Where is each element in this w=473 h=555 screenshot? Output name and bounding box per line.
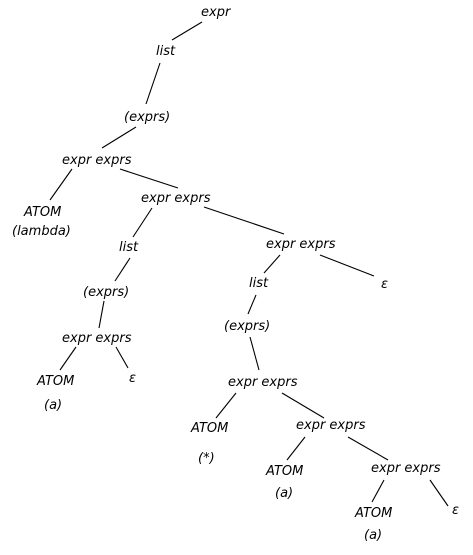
edge-expr-atom-a-2	[286, 436, 306, 461]
node-atom: ATOM	[265, 464, 303, 479]
node-exprs: (exprs)	[83, 285, 129, 300]
node-expr-root: expr	[201, 5, 232, 20]
edge-exprs-epsilon-1	[115, 346, 129, 369]
node-atom-value: (a)	[364, 528, 382, 543]
node-exprs: (exprs)	[124, 110, 170, 125]
node-epsilon: ε	[452, 503, 459, 518]
edge-expr-list-2	[132, 207, 153, 238]
node-list: list	[249, 276, 269, 291]
edge-list-exprs	[145, 62, 161, 105]
edge-exprs-exprexprs-4	[98, 300, 105, 329]
edge-list-exprs-3	[247, 294, 257, 315]
edge-exprs-exprexprs-5	[249, 336, 260, 371]
node-list: list	[156, 44, 176, 59]
edge-expr-list-3	[263, 254, 281, 274]
edge-expr-atom-a-1	[59, 346, 77, 371]
edge-exprs-exprexprs	[101, 126, 137, 149]
edge-exprs-epsilon-3	[429, 479, 449, 507]
node-epsilon: ε	[129, 371, 136, 386]
node-atom-value: (*)	[198, 451, 215, 466]
node-expr-exprs: expr exprs	[371, 461, 441, 476]
node-atom-value: (a)	[44, 398, 62, 413]
node-expr-exprs: expr exprs	[266, 237, 336, 252]
node-expr-exprs: expr exprs	[228, 375, 298, 390]
node-atom-value: (lambda)	[12, 224, 71, 239]
tree-edges	[49, 21, 449, 507]
edge-expr-atom-lambda	[49, 168, 73, 201]
node-expr-exprs: expr exprs	[141, 191, 211, 206]
edge-expr-atom-star	[215, 392, 237, 419]
edge-expr-atom-a-3	[371, 479, 385, 503]
edge-exprs-exprexprs-3	[203, 206, 285, 235]
node-expr-exprs: expr exprs	[62, 331, 132, 346]
edge-exprs-epsilon-2	[319, 254, 375, 277]
node-list: list	[119, 240, 139, 255]
node-atom: ATOM	[36, 374, 74, 389]
node-expr-exprs: expr exprs	[296, 418, 366, 433]
node-atom: ATOM	[23, 205, 61, 220]
edge-exprs-exprexprs-2	[119, 168, 179, 189]
node-atom: ATOM	[190, 421, 228, 436]
node-atom-value: (a)	[275, 486, 293, 501]
edge-exprs-exprexprs-6	[281, 392, 325, 419]
tree-nodes: expr list (exprs) expr exprs ATOM (lambd…	[12, 5, 459, 543]
node-exprs: (exprs)	[224, 319, 270, 334]
node-epsilon: ε	[381, 277, 388, 292]
edge-list-exprs-2	[114, 257, 131, 282]
edge-exprs-exprexprs-7	[347, 436, 389, 461]
node-atom: ATOM	[354, 506, 392, 521]
edge-expr-list	[171, 21, 203, 41]
node-expr-exprs: expr exprs	[62, 153, 132, 168]
